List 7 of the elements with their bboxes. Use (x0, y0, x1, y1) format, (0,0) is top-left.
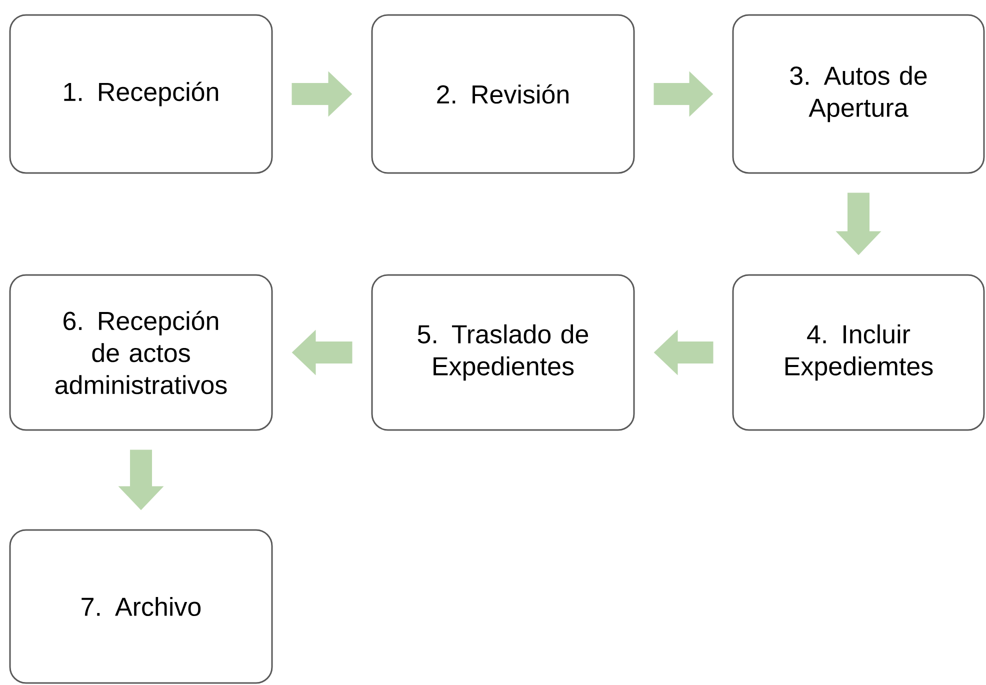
process-box: 5. Traslado de Expedientes (371, 274, 635, 431)
process-box: 7. Archivo (9, 529, 273, 684)
process-box: 2. Revisión (371, 14, 635, 174)
process-box: 4. Incluir Expediemtes (732, 274, 985, 431)
process-box: 6. Recepción de actos administrativos (9, 274, 273, 431)
process-box: 1. Recepción (9, 14, 273, 174)
process-box: 3. Autos de Apertura (732, 14, 985, 174)
